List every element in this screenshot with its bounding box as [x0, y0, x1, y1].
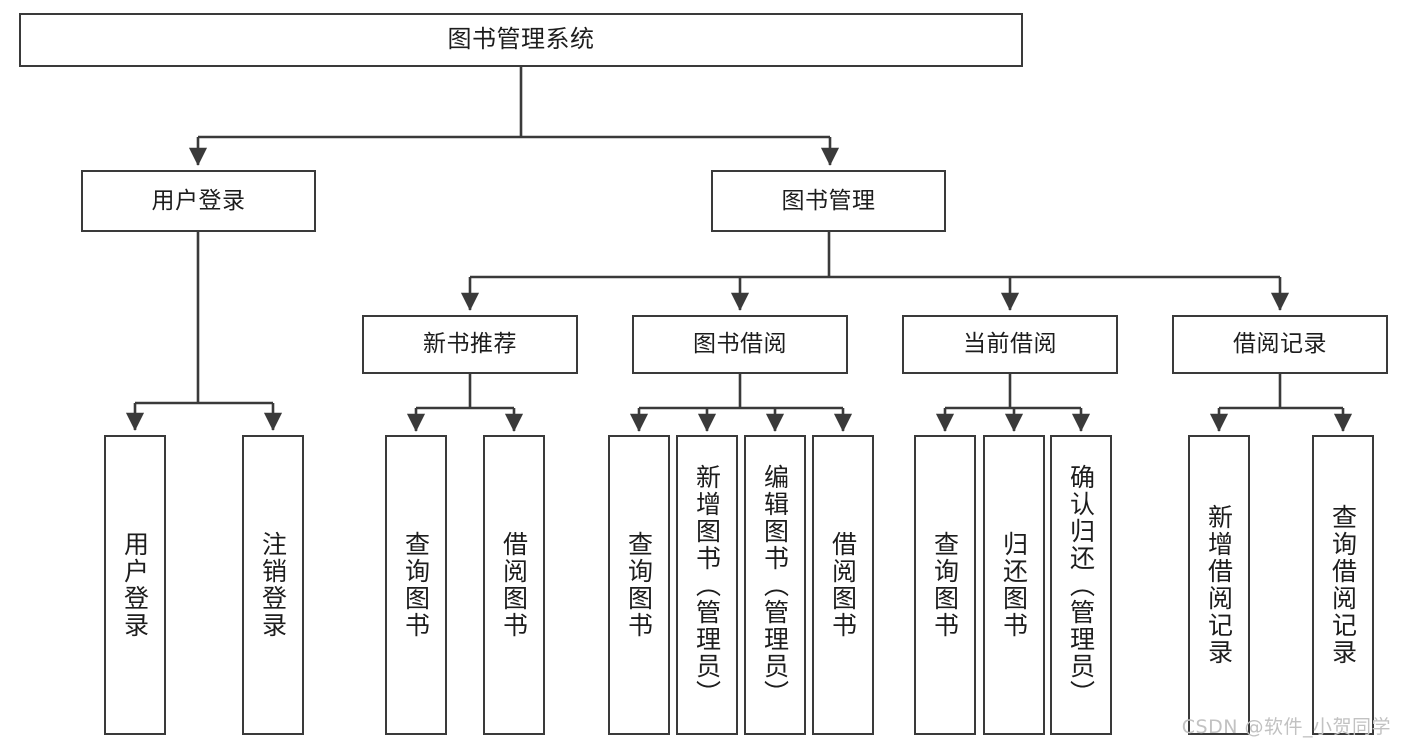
- leaf-user-login[interactable]: 用户登录: [104, 435, 166, 735]
- leaf-query-book-recommend-label: 查询图书: [401, 531, 431, 639]
- leaf-query-book-recommend[interactable]: 查询图书: [385, 435, 447, 735]
- leaf-query-book-borrow-label: 查询图书: [624, 531, 654, 639]
- leaf-add-book-admin-label: 新增图书（管理员）: [692, 463, 722, 707]
- node-new-book-recommend-label: 新书推荐: [423, 331, 517, 358]
- node-root[interactable]: 图书管理系统: [19, 13, 1023, 67]
- leaf-borrow-book[interactable]: 借阅图书: [812, 435, 874, 735]
- node-book-borrow[interactable]: 图书借阅: [632, 315, 848, 374]
- leaf-query-borrow-record[interactable]: 查询借阅记录: [1312, 435, 1374, 735]
- leaf-edit-book-admin-label: 编辑图书（管理员）: [760, 463, 790, 707]
- leaf-query-borrow-record-label: 查询借阅记录: [1328, 504, 1358, 666]
- node-current-borrow-label: 当前借阅: [963, 331, 1057, 358]
- node-book-management[interactable]: 图书管理: [711, 170, 946, 232]
- node-book-management-label: 图书管理: [781, 187, 876, 214]
- leaf-borrow-book-recommend[interactable]: 借阅图书: [483, 435, 545, 735]
- leaf-query-book-current[interactable]: 查询图书: [914, 435, 976, 735]
- leaf-confirm-return-admin[interactable]: 确认归还（管理员）: [1050, 435, 1112, 735]
- leaf-confirm-return-admin-label: 确认归还（管理员）: [1066, 463, 1096, 707]
- node-user-login-label: 用户登录: [151, 187, 246, 214]
- csdn-watermark: CSDN @软件_小贺同学: [1181, 716, 1391, 738]
- leaf-add-borrow-record[interactable]: 新增借阅记录: [1188, 435, 1250, 735]
- node-current-borrow[interactable]: 当前借阅: [902, 315, 1118, 374]
- node-user-login[interactable]: 用户登录: [81, 170, 316, 232]
- node-borrow-record-label: 借阅记录: [1233, 331, 1327, 358]
- node-root-label: 图书管理系统: [447, 25, 595, 54]
- leaf-add-book-admin[interactable]: 新增图书（管理员）: [676, 435, 738, 735]
- leaf-borrow-book-recommend-label: 借阅图书: [499, 531, 529, 639]
- leaf-query-book-borrow[interactable]: 查询图书: [608, 435, 670, 735]
- node-book-borrow-label: 图书借阅: [693, 331, 787, 358]
- leaf-user-login-label: 用户登录: [120, 531, 150, 639]
- node-new-book-recommend[interactable]: 新书推荐: [362, 315, 578, 374]
- leaf-logout-label: 注销登录: [258, 531, 288, 639]
- leaf-edit-book-admin[interactable]: 编辑图书（管理员）: [744, 435, 806, 735]
- leaf-add-borrow-record-label: 新增借阅记录: [1204, 504, 1234, 666]
- leaf-query-book-current-label: 查询图书: [930, 531, 960, 639]
- node-borrow-record[interactable]: 借阅记录: [1172, 315, 1388, 374]
- leaf-return-book-label: 归还图书: [999, 531, 1029, 639]
- leaf-return-book[interactable]: 归还图书: [983, 435, 1045, 735]
- leaf-borrow-book-label: 借阅图书: [828, 531, 858, 639]
- leaf-logout[interactable]: 注销登录: [242, 435, 304, 735]
